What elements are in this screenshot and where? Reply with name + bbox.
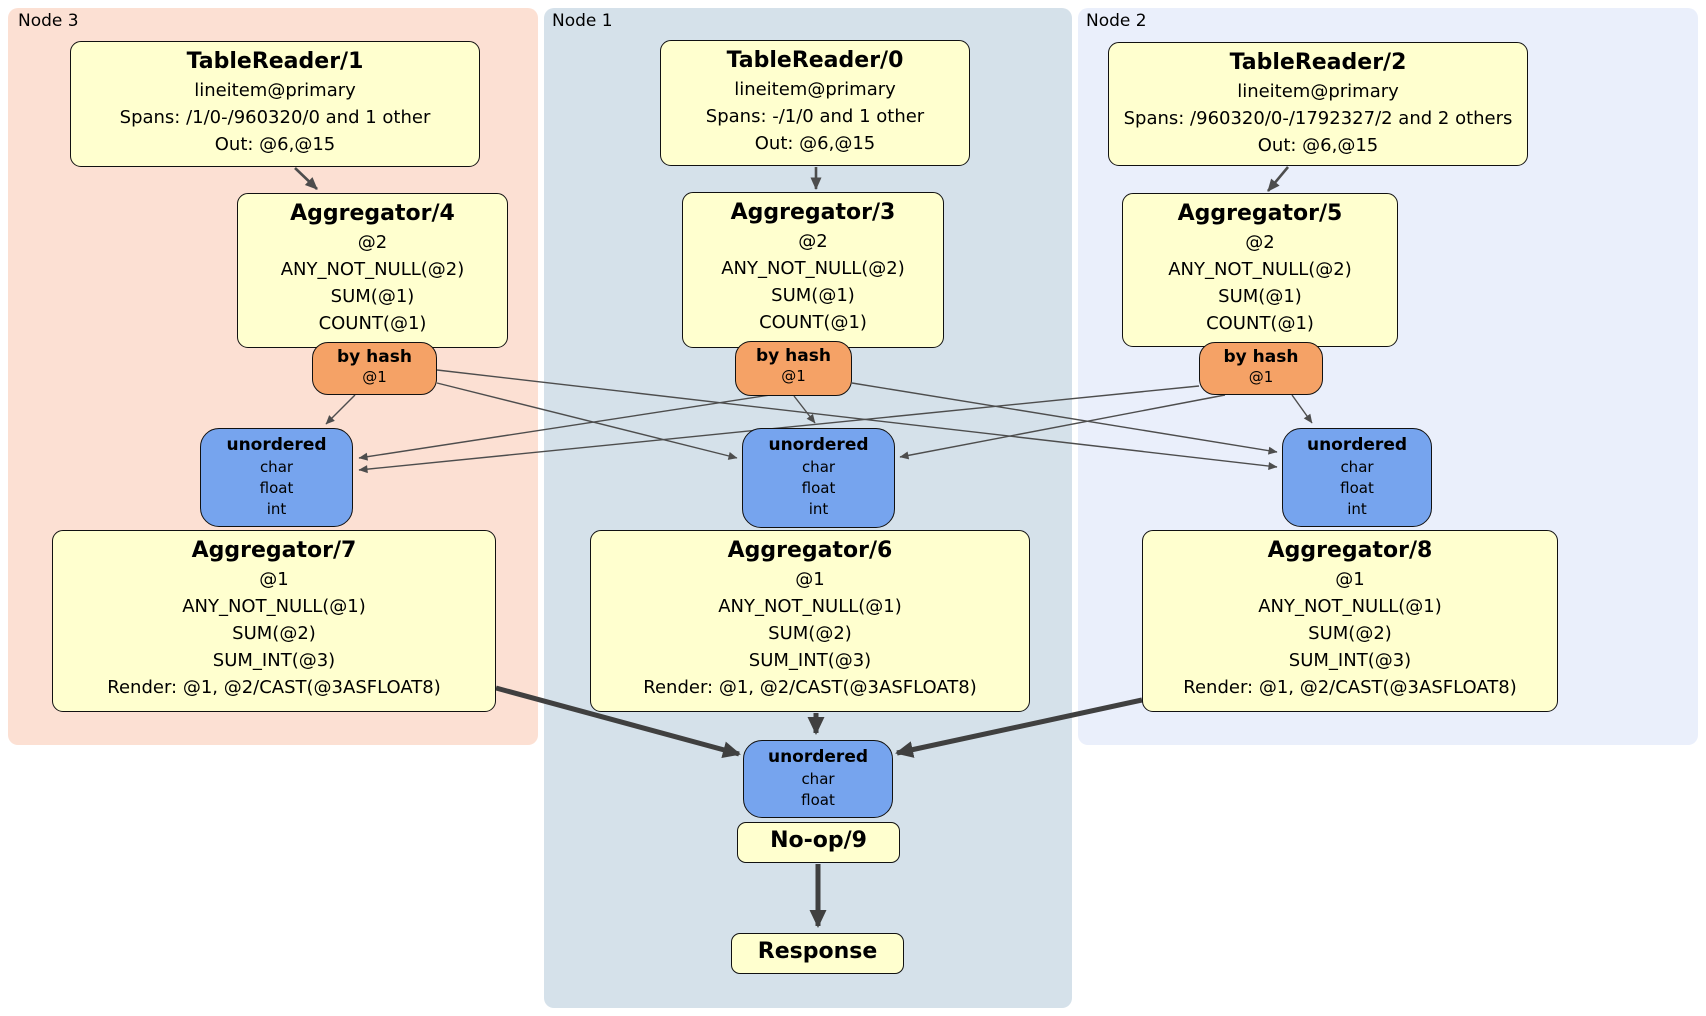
final-unordered-sync-box: unordered char float	[743, 740, 893, 818]
edge-router1-sync3	[358, 394, 771, 461]
edge-router1-sync1	[793, 395, 816, 424]
response-box: Response	[731, 933, 904, 974]
hash-router-pill: by hash @1	[1199, 342, 1323, 395]
table-reader-index: lineitem@primary	[734, 79, 896, 100]
table-reader-box: TableReader/1 lineitem@primary Spans: /1…	[70, 41, 480, 167]
table-reader-spans: Spans: /1/0-/960320/0 and 1 other	[119, 107, 431, 128]
node-label-3: Node 3	[18, 11, 79, 31]
table-reader-box: TableReader/0 lineitem@primary Spans: -/…	[660, 40, 970, 166]
aggregator-box: Aggregator/6 @1 ANY_NOT_NULL(@1) SUM(@2)…	[590, 530, 1030, 712]
table-reader-out: Out: @6,@15	[754, 133, 876, 154]
unordered-sync-box: unordered char float int	[200, 428, 353, 527]
processor-title: Aggregator/5	[1177, 201, 1343, 226]
table-reader-out: Out: @6,@15	[1257, 135, 1379, 156]
table-reader-spans: Spans: /960320/0-/1792327/2 and 2 others	[1123, 108, 1513, 129]
aggregator-box: Aggregator/5 @2 ANY_NOT_NULL(@2) SUM(@1)…	[1122, 193, 1398, 347]
edge-agg7-finalsync	[495, 685, 741, 759]
edge-router3-sync3	[325, 394, 356, 425]
edge-tr1-agg4	[294, 167, 318, 190]
aggregator-box: Aggregator/7 @1 ANY_NOT_NULL(@1) SUM(@2)…	[52, 530, 496, 712]
processor-title: Aggregator/8	[1267, 538, 1433, 563]
noop-box: No-op/9	[737, 822, 900, 863]
node-label-2: Node 2	[1086, 11, 1147, 31]
table-reader-index: lineitem@primary	[194, 80, 356, 101]
processor-title: Aggregator/7	[191, 538, 357, 563]
processor-title: Aggregator/4	[290, 201, 455, 226]
hash-router-pill: by hash @1	[312, 342, 437, 395]
node-label-1: Node 1	[552, 11, 613, 31]
aggregator-box: Aggregator/4 @2 ANY_NOT_NULL(@2) SUM(@1)…	[237, 193, 508, 348]
edge-router2-sync2	[1291, 394, 1313, 424]
edge-router3-sync2	[436, 369, 1278, 470]
edge-tr2-agg5	[1267, 166, 1289, 192]
processor-title: TableReader/0	[726, 48, 904, 73]
table-reader-out: Out: @6,@15	[214, 134, 336, 155]
processor-title: TableReader/1	[186, 49, 364, 74]
unordered-sync-box: unordered char float int	[742, 428, 895, 528]
processor-title: Aggregator/6	[727, 538, 893, 563]
processor-title: TableReader/2	[1229, 50, 1407, 75]
unordered-sync-box: unordered char float int	[1282, 428, 1432, 527]
table-reader-box: TableReader/2 lineitem@primary Spans: /9…	[1108, 42, 1528, 166]
edge-router1-sync2	[851, 382, 1278, 455]
hash-router-pill: by hash @1	[735, 341, 852, 396]
edge-agg8-finalsync	[895, 697, 1143, 758]
table-reader-spans: Spans: -/1/0 and 1 other	[705, 106, 925, 127]
edge-router3-sync1	[436, 382, 738, 460]
aggregator-box: Aggregator/8 @1 ANY_NOT_NULL(@1) SUM(@2)…	[1142, 530, 1558, 712]
table-reader-index: lineitem@primary	[1237, 81, 1399, 102]
aggregator-box: Aggregator/3 @2 ANY_NOT_NULL(@2) SUM(@1)…	[682, 192, 944, 348]
processor-title: Aggregator/3	[730, 200, 896, 225]
edge-router2-sync1	[899, 394, 1226, 460]
